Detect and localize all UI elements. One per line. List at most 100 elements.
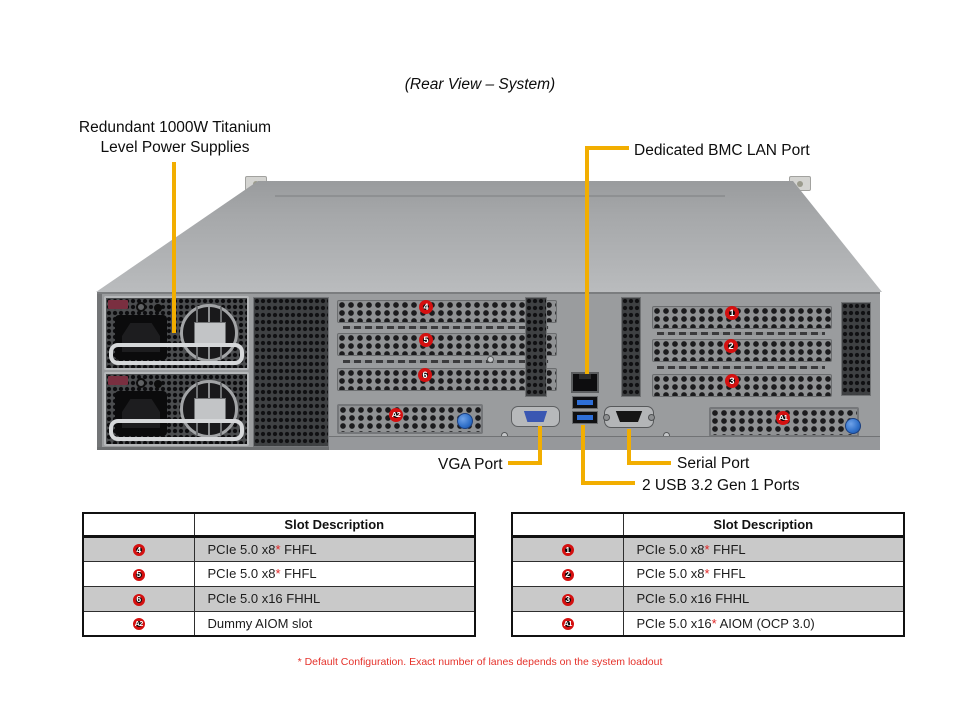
serial-callout-line-v [627,429,631,465]
badge-column-header [82,512,195,538]
diagram-badge-1: 1 [725,306,739,320]
bmc-callout-line-h [585,146,629,150]
slot-badge: 6 [132,593,145,606]
badge-column-header [511,512,624,538]
slot-badge: A1 [561,618,574,631]
diagram-badge-2: 2 [724,339,738,353]
chassis-rear-panel: 4 5 6 A2 1 2 3 A1 [97,292,880,450]
diagram-badge-3: 3 [725,374,739,388]
usb-port-2 [572,411,598,424]
serial-screw [603,414,610,421]
slot-badge: 3 [561,593,574,606]
slot-description: PCIe 5.0 x16 FHHL [193,585,476,612]
psu-button [136,378,146,388]
ac-inlet [115,315,167,360]
slot-badge: 5 [132,568,145,581]
slot-cover [657,366,825,369]
slot-cover [657,332,825,335]
diagram-badge-a1: A1 [776,411,790,425]
usb-callout-line-v [581,425,585,485]
psu-fan [180,304,238,362]
vent-strip [841,302,871,396]
diagram-badge-4: 4 [419,300,433,314]
psu-led [154,304,162,312]
server-rear-illustration: 4 5 6 A2 1 2 3 A1 [95,175,885,455]
slot-description: Dummy AIOM slot [193,610,476,637]
table-row: 2 PCIe 5.0 x8* FHFL [511,560,905,587]
psu-callout-label-line2: Level Power Supplies [100,139,250,156]
slot-badge: 2 [561,568,574,581]
usb-callout-label: 2 USB 3.2 Gen 1 Ports [642,477,800,494]
slot-badge-cell: 5 [82,560,195,587]
thumbscrew [457,413,473,429]
psu-callout-line [172,162,176,333]
default-config-footnote: * Default Configuration. Exact number of… [297,656,663,668]
table-row: 6 PCIe 5.0 x16 FHHL [82,585,476,612]
slot-badge-cell: A2 [82,610,195,637]
slot-badge-cell: 2 [511,560,624,587]
slot-badge-cell: 6 [82,585,195,612]
vga-port [511,406,560,427]
diagram-badge-6: 6 [418,368,432,382]
ac-inlet [115,391,167,436]
vent-strip [525,297,547,397]
serial-callout-line-h [627,461,671,465]
slot-description: PCIe 5.0 x8* FHFL [193,535,476,562]
slot-description-header: Slot Description [193,512,476,538]
power-supply-1 [104,296,249,370]
usb-callout-line-h [581,481,635,485]
slot-badge-cell: A1 [511,610,624,637]
psu-button [136,302,146,312]
psu-callout-label-line1: Redundant 1000W Titanium [78,119,272,136]
slot-badge: 1 [561,544,574,557]
psu-callout-label: Redundant 1000W Titanium Level Power Sup… [55,118,295,158]
pcie-slot-5 [337,333,557,356]
psu-fan [180,380,238,438]
vga-callout-line-v [538,426,542,465]
serial-port [603,406,655,428]
vent-grille [253,297,329,447]
psu-handle [109,343,244,365]
slot-description-header: Slot Description [622,512,905,538]
slot-cover [343,360,549,363]
chassis-left-edge [97,294,102,447]
page-title: (Rear View – System) [404,76,556,93]
table-header-row: Slot Description [82,512,476,538]
pcie-slot-6 [337,368,557,391]
slot-badge: 4 [132,544,145,557]
diagram-badge-a2: A2 [389,408,403,422]
slot-badge-cell: 4 [82,535,195,562]
pcie-slot-4 [337,300,557,323]
diagram-badge-5: 5 [419,333,433,347]
thumbscrew [845,418,861,434]
psu-handle [109,419,244,441]
pcie-slot-2 [652,339,832,362]
bmc-lan-port [571,372,599,393]
table-row: 4 PCIe 5.0 x8* FHFL [82,535,476,562]
slot-cover [343,326,549,329]
vga-callout-line-h [508,461,542,465]
slot-description: PCIe 5.0 x8* FHFL [622,535,905,562]
chassis-top-panel [96,181,882,292]
table-row: 1 PCIe 5.0 x8* FHFL [511,535,905,562]
slot-description: PCIe 5.0 x16* AIOM (OCP 3.0) [622,610,905,637]
psu-latch [108,376,128,385]
pcie-slot-3 [652,374,832,397]
psu-led [154,380,162,388]
vent-strip [621,297,641,397]
slot-badge-cell: 3 [511,585,624,612]
power-supply-2 [104,372,249,446]
screw [487,356,494,363]
bmc-callout-line-v [585,146,589,374]
usb-port-1 [572,396,598,409]
table-header-row: Slot Description [511,512,905,538]
chassis-bottom-rail [329,436,880,450]
slot-description: PCIe 5.0 x8* FHFL [622,560,905,587]
slot-badge-cell: 1 [511,535,624,562]
